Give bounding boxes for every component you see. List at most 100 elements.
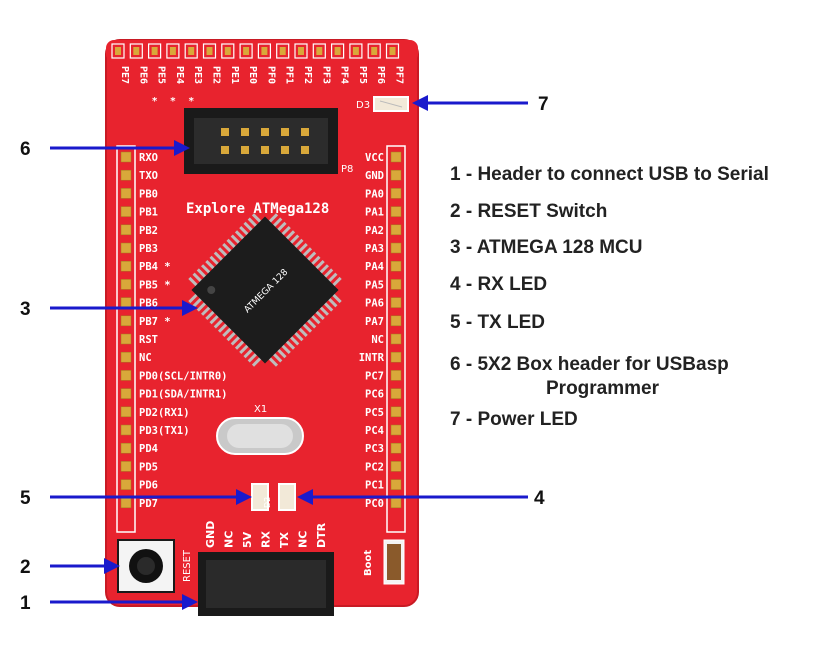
legend-item-1: 1 - Header to connect USB to Serial xyxy=(450,164,769,185)
mcu-pin xyxy=(188,276,199,288)
mcu-pin xyxy=(243,221,255,233)
top-pin-label: PE7 xyxy=(119,66,130,84)
mcu-pin xyxy=(213,317,225,329)
top-pin-label: PF7 xyxy=(394,66,405,84)
callout-number-6: 6 xyxy=(20,139,31,160)
mcu-pin xyxy=(292,238,304,250)
left-pin xyxy=(120,169,132,181)
mcu-pin xyxy=(205,309,216,321)
arrowhead-3 xyxy=(182,300,198,316)
mcu-pin xyxy=(234,339,246,350)
mcu-pin xyxy=(318,305,329,316)
mcu-pin xyxy=(196,300,208,312)
mcu-pin xyxy=(230,234,242,246)
arrowhead-5 xyxy=(236,489,252,505)
mcu-pin xyxy=(251,213,263,224)
callout-number-4: 4 xyxy=(534,488,545,509)
box-header-pin xyxy=(301,128,309,136)
top-pin-label: PE5 xyxy=(156,66,167,84)
left-pin-label: RST xyxy=(139,334,158,346)
right-pin-label: NC xyxy=(371,334,384,346)
top-pin-pad xyxy=(261,47,268,55)
right-pin xyxy=(390,388,402,399)
left-pin-label: NC xyxy=(139,352,152,364)
right-pin-label: PC4 xyxy=(365,425,384,437)
right-pin-label: PC0 xyxy=(365,498,384,510)
arrowhead-7 xyxy=(412,95,428,111)
left-pin-label: PB5 * xyxy=(139,279,171,291)
serial-pin-label: NC xyxy=(297,531,310,548)
mcu-pins xyxy=(188,213,342,367)
mcu-pin xyxy=(267,213,279,224)
left-pin xyxy=(120,497,132,509)
mcu-pin xyxy=(243,347,255,359)
board-title: Explore ATMega128 xyxy=(186,201,329,217)
top-pin-label: PF5 xyxy=(357,66,368,84)
top-pin-label: PE0 xyxy=(247,66,258,84)
mcu-pin xyxy=(251,356,263,367)
left-pin xyxy=(120,151,132,163)
callout-number-7: 7 xyxy=(538,94,549,115)
left-pin xyxy=(120,388,132,399)
left-pin-label: PB4 * xyxy=(139,261,171,273)
right-pin xyxy=(390,169,402,181)
mcu-pin xyxy=(205,259,216,271)
right-pin-label: PA0 xyxy=(365,188,384,200)
boot-label: Boot xyxy=(363,550,374,576)
mcu-pin xyxy=(234,230,246,241)
top-pin-pad xyxy=(243,47,250,55)
top-pin-mark: * xyxy=(170,96,176,107)
top-pin-label: PE1 xyxy=(229,66,240,84)
mcu-pin xyxy=(196,268,208,280)
right-pin xyxy=(390,406,402,418)
left-pin-label: PD7 xyxy=(139,498,158,510)
top-pin-label: PF0 xyxy=(265,66,276,84)
right-pin xyxy=(390,224,402,236)
top-pin-label: PF2 xyxy=(302,66,313,84)
mcu-pin xyxy=(331,276,342,288)
left-pin-label: RXO xyxy=(139,152,158,164)
mcu-pin1-mark xyxy=(207,286,216,294)
left-pin-label: PD5 xyxy=(139,461,158,473)
p8-label: P8 xyxy=(341,164,353,175)
left-pin xyxy=(120,315,132,327)
left-pin xyxy=(120,370,132,381)
crystal-x1-inner xyxy=(227,424,293,448)
callout-number-3: 3 xyxy=(20,299,31,320)
left-pin-label: PD3(TX1) xyxy=(139,425,190,437)
serial-pin-label: TX xyxy=(278,531,291,548)
right-pin-label: PA1 xyxy=(365,207,384,219)
right-pin-label: PA5 xyxy=(365,279,384,291)
box-header-pin xyxy=(221,146,229,154)
left-pin xyxy=(120,242,132,254)
right-pin-label: PC6 xyxy=(365,389,384,401)
callout-number-5: 5 xyxy=(20,488,31,509)
right-pin xyxy=(390,370,402,381)
arrowhead-4 xyxy=(297,489,313,505)
mcu-pin xyxy=(288,234,300,246)
left-pin xyxy=(120,206,132,217)
right-pin xyxy=(390,424,402,436)
right-pin xyxy=(390,206,402,217)
right-pin-label: INTR xyxy=(359,352,385,364)
mcu-pin xyxy=(201,305,212,316)
top-pin-label: PE6 xyxy=(137,66,148,84)
left-pin-label: PD2(RX1) xyxy=(139,407,190,419)
top-pin-mark: * xyxy=(152,96,158,107)
top-pin-pad xyxy=(298,47,304,55)
mcu-pin xyxy=(217,322,229,333)
mcu-pin xyxy=(188,292,199,304)
right-pin-label: PC7 xyxy=(365,370,384,382)
mcu-pin xyxy=(247,217,259,229)
top-pin-pad xyxy=(206,47,213,55)
left-pin-label: PB2 xyxy=(139,225,158,237)
mcu-pin xyxy=(222,242,233,254)
left-pin xyxy=(120,297,132,308)
right-pin xyxy=(390,315,402,327)
box-header-pins xyxy=(221,128,309,154)
mcu-pin xyxy=(275,347,287,359)
